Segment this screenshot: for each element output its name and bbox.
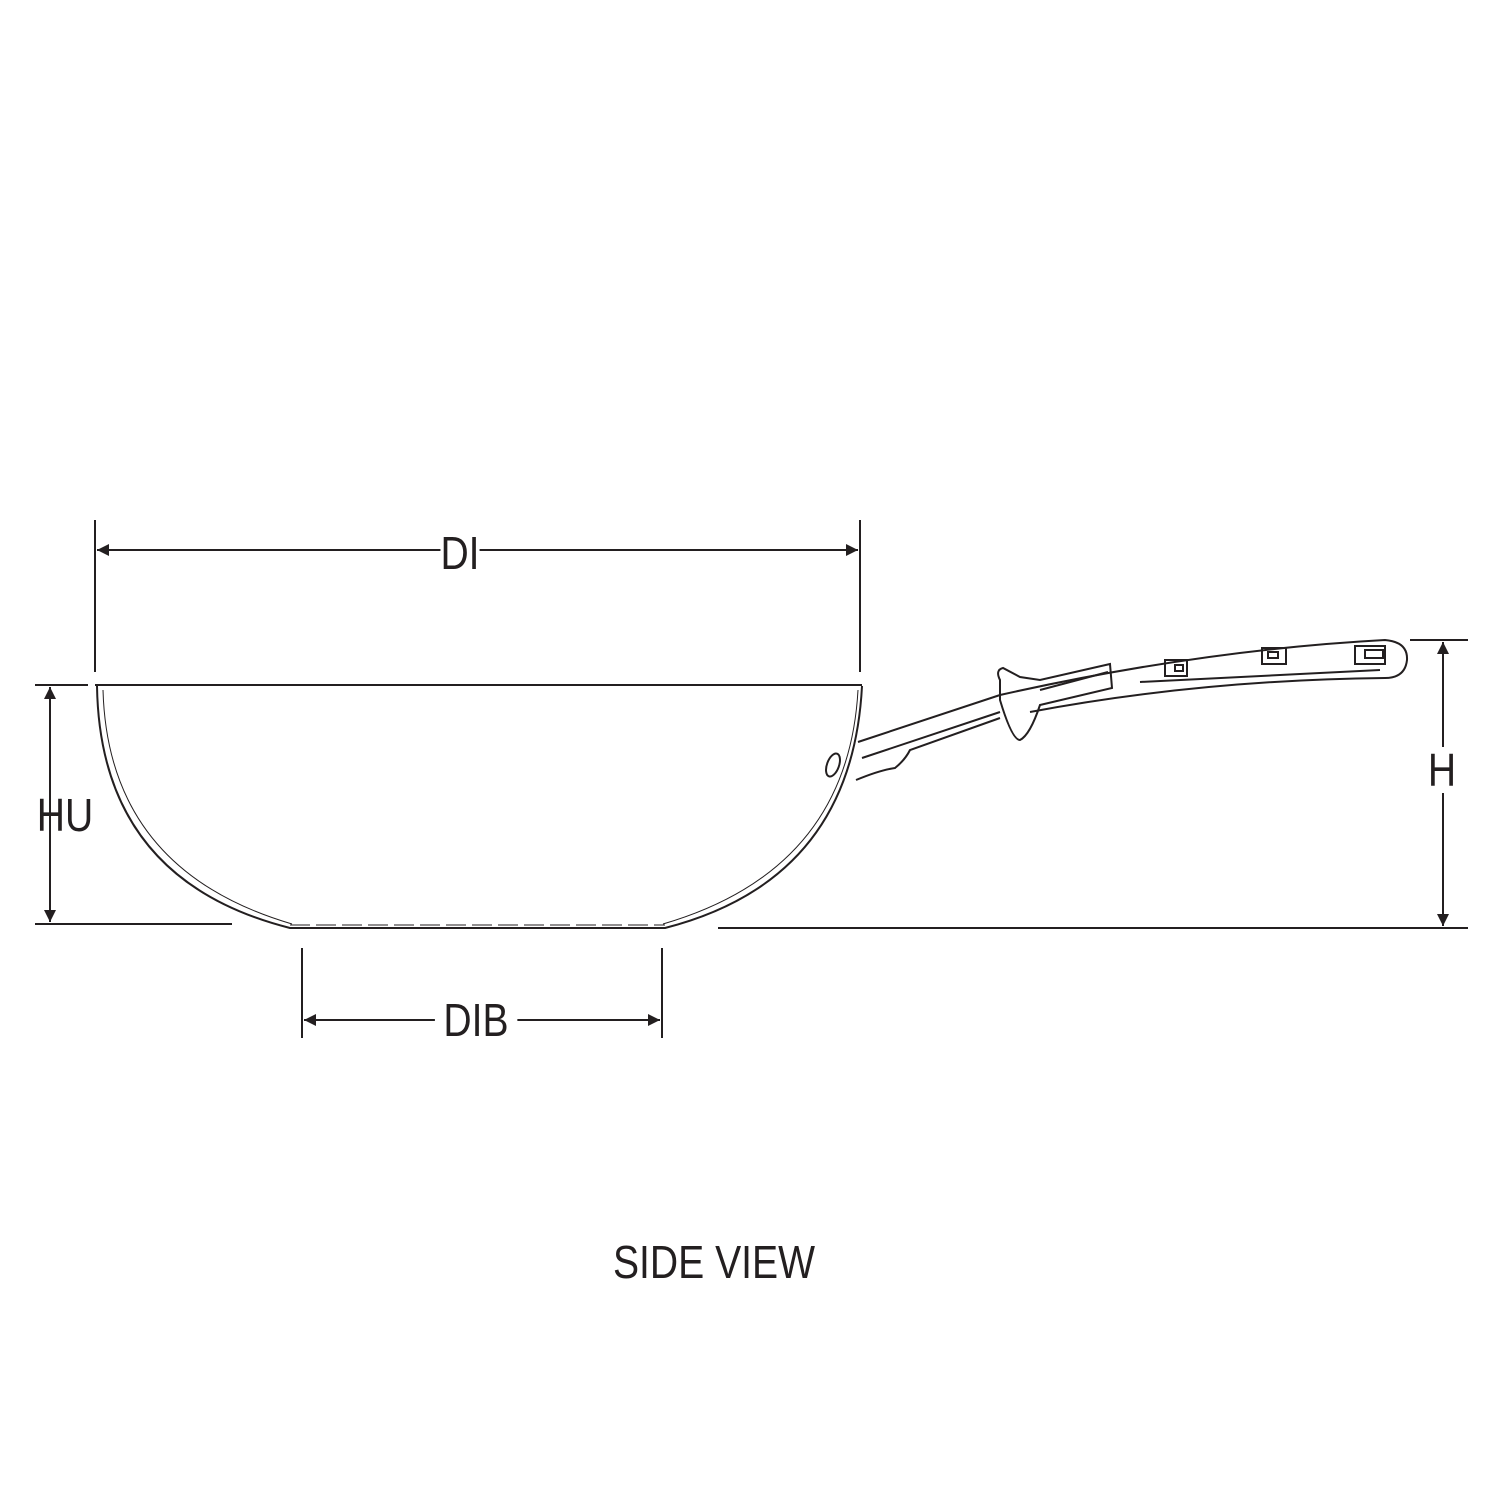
dimension-label-hu: HU [36, 789, 94, 841]
wok-body [95, 684, 863, 929]
view-caption: SIDE VIEW [612, 1236, 816, 1288]
dimension-label-di: DI [440, 527, 480, 579]
dimension-lines [35, 520, 1468, 1038]
dimension-label-h: H [1427, 744, 1457, 796]
wok-handle [825, 638, 1409, 781]
dimension-label-dib: DIB [434, 997, 518, 1043]
